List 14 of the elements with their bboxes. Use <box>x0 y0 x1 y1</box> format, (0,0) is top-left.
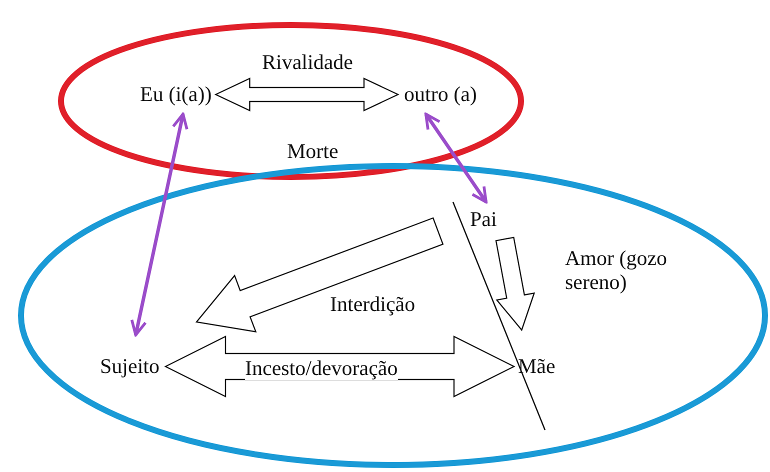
node-label: Morte <box>287 140 338 164</box>
arrow <box>424 112 488 204</box>
arrow <box>130 112 188 336</box>
ellipse-outline <box>18 163 768 468</box>
double-arrow <box>164 336 516 398</box>
node-label: Mãe <box>518 355 556 378</box>
node-label: Pai <box>470 208 497 232</box>
ellipse-outline <box>58 22 524 180</box>
block-arrow <box>495 236 536 332</box>
node-label: Sujeito <box>100 355 160 378</box>
block-arrow <box>195 217 444 333</box>
double-arrow <box>214 78 400 112</box>
node-label: Eu (i(a)) <box>140 83 212 106</box>
node-label: outro (a) <box>404 83 477 106</box>
